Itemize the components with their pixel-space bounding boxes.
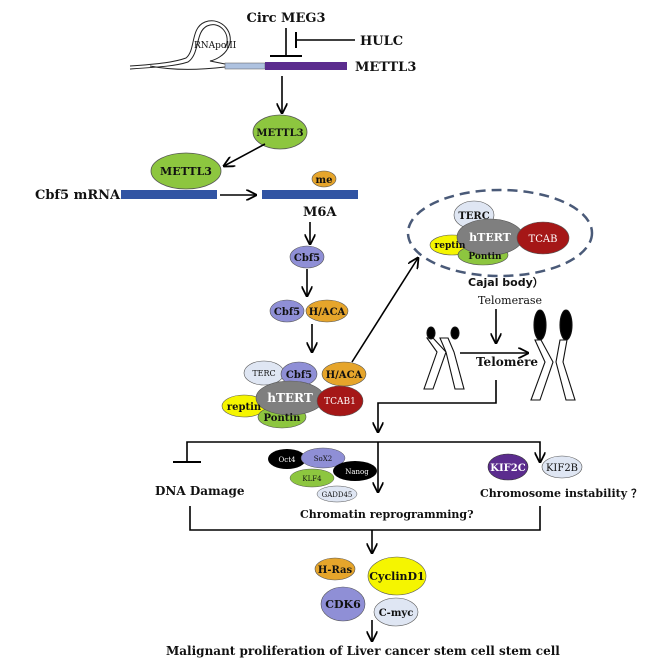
cyclind1-text: CyclinD1 bbox=[369, 570, 424, 583]
cbf5-mrna-label: Cbf5 mRNA bbox=[35, 188, 121, 203]
cbf5-protein bbox=[289, 245, 325, 269]
cbf5-label: Cbf5 bbox=[294, 253, 320, 264]
kif2c-text: KIF2C bbox=[490, 463, 525, 474]
cell-cycle-factors: H-Ras CyclinD1 CDK6 C-myc bbox=[314, 556, 427, 627]
cdk6-molecule bbox=[320, 586, 366, 622]
nanog-text: Nanog bbox=[345, 468, 369, 476]
gadd45-molecule bbox=[316, 485, 358, 503]
cajal-htert-text: hTERT bbox=[469, 231, 512, 244]
cajal-pontin-text: Pontin bbox=[468, 252, 502, 262]
cbf5-label-2: Cbf5 bbox=[274, 307, 300, 318]
arrow-mettl3-to-bound bbox=[224, 143, 266, 166]
convergence-line bbox=[189, 506, 541, 531]
tcab1-text: TCAB1 bbox=[324, 397, 356, 407]
mettl3-bound-label: METTL3 bbox=[160, 165, 212, 178]
cajal-reptin-text: reptin bbox=[435, 241, 466, 251]
mettl3-protein bbox=[252, 114, 308, 150]
klf4-molecule bbox=[289, 468, 335, 488]
terc-text: TERC bbox=[252, 369, 275, 378]
sox2-molecule bbox=[300, 447, 346, 469]
cyclind1-molecule bbox=[367, 556, 427, 596]
hras-molecule bbox=[314, 557, 356, 581]
m6a-mrna-bar bbox=[262, 190, 358, 199]
cmyc-text: C-myc bbox=[379, 608, 414, 619]
cajal-body-label: Cajal body） bbox=[468, 276, 544, 289]
chromosome-long-telomeres bbox=[530, 309, 576, 401]
m6a-label: M6A bbox=[303, 205, 337, 220]
mettl3-gene-body bbox=[265, 62, 347, 70]
pontin-text: Pontin bbox=[264, 413, 302, 424]
chromosome-short-telomeres bbox=[423, 326, 465, 390]
tcab1-molecule bbox=[316, 385, 364, 417]
me-label: me bbox=[316, 175, 333, 186]
oct4-text: Oct4 bbox=[279, 456, 296, 464]
cbf5-mrna-bar bbox=[121, 190, 217, 199]
kif2c-molecule bbox=[487, 453, 529, 481]
gadd45-text: GADD45 bbox=[322, 491, 353, 499]
chromosome-instability-label: Chromosome instability ？ bbox=[480, 487, 642, 500]
haca-label: H/ACA bbox=[309, 307, 346, 318]
rnapol-label: RNApolII bbox=[194, 41, 237, 51]
telomere-label: Telomere bbox=[476, 355, 538, 369]
dna-strand bbox=[129, 20, 231, 70]
mettl3-bound-protein bbox=[150, 152, 222, 190]
klf4-text: KLF4 bbox=[302, 475, 322, 483]
cajal-telomerase-complex: TERC hTERT TCAB reptin Pontin bbox=[429, 200, 570, 266]
cdk6-text: CDK6 bbox=[325, 598, 361, 611]
chromatin-label: Chromatin reprogramming? bbox=[300, 508, 474, 521]
cmyc-molecule bbox=[373, 597, 419, 627]
final-outcome-label: Malignant proliferation of Liver cancer … bbox=[166, 644, 560, 658]
arrow-telomere-to-effects bbox=[378, 380, 497, 432]
reprogramming-factors: Oct4 SoX2 Nanog KLF4 GADD45 bbox=[268, 447, 377, 503]
telomerase-complex-left: TERC Cbf5 H/ACA hTERT TCAB1 reptin Ponti… bbox=[221, 360, 367, 429]
circ-meg3-label: Circ MEG3 bbox=[246, 11, 325, 26]
oct4-molecule bbox=[268, 449, 306, 469]
telomerase-label: Telomerase bbox=[478, 294, 542, 307]
hras-text: H-Ras bbox=[318, 565, 353, 576]
hulc-label: HULC bbox=[360, 34, 403, 49]
gene-promoter bbox=[224, 62, 266, 70]
kif2b-molecule bbox=[541, 455, 583, 479]
cajal-terc-text: TERC bbox=[458, 211, 489, 222]
sox2-text: SoX2 bbox=[314, 455, 332, 463]
reptin-text: reptin bbox=[227, 402, 262, 413]
mettl3-protein-label: METTL3 bbox=[256, 128, 303, 139]
cajal-tcab-text: TCAB bbox=[529, 234, 558, 245]
kif2b-text: KIF2B bbox=[546, 463, 578, 474]
haca-protein bbox=[305, 299, 349, 323]
arrow-complex-to-cajal bbox=[351, 258, 418, 363]
haca-text: H/ACA bbox=[326, 370, 363, 381]
cbf5-protein-2 bbox=[269, 299, 305, 323]
cbf5-text: Cbf5 bbox=[286, 370, 312, 381]
nanog-molecule bbox=[333, 461, 377, 481]
effects-branch-line bbox=[186, 441, 540, 462]
dna-damage-label: DNA Damage bbox=[155, 484, 245, 498]
me-mark bbox=[311, 170, 337, 188]
mettl3-gene-label: METTL3 bbox=[355, 60, 416, 75]
cajal-tcab-molecule bbox=[516, 221, 570, 255]
cajal-body-boundary bbox=[406, 188, 594, 278]
htert-text: hTERT bbox=[267, 391, 313, 405]
